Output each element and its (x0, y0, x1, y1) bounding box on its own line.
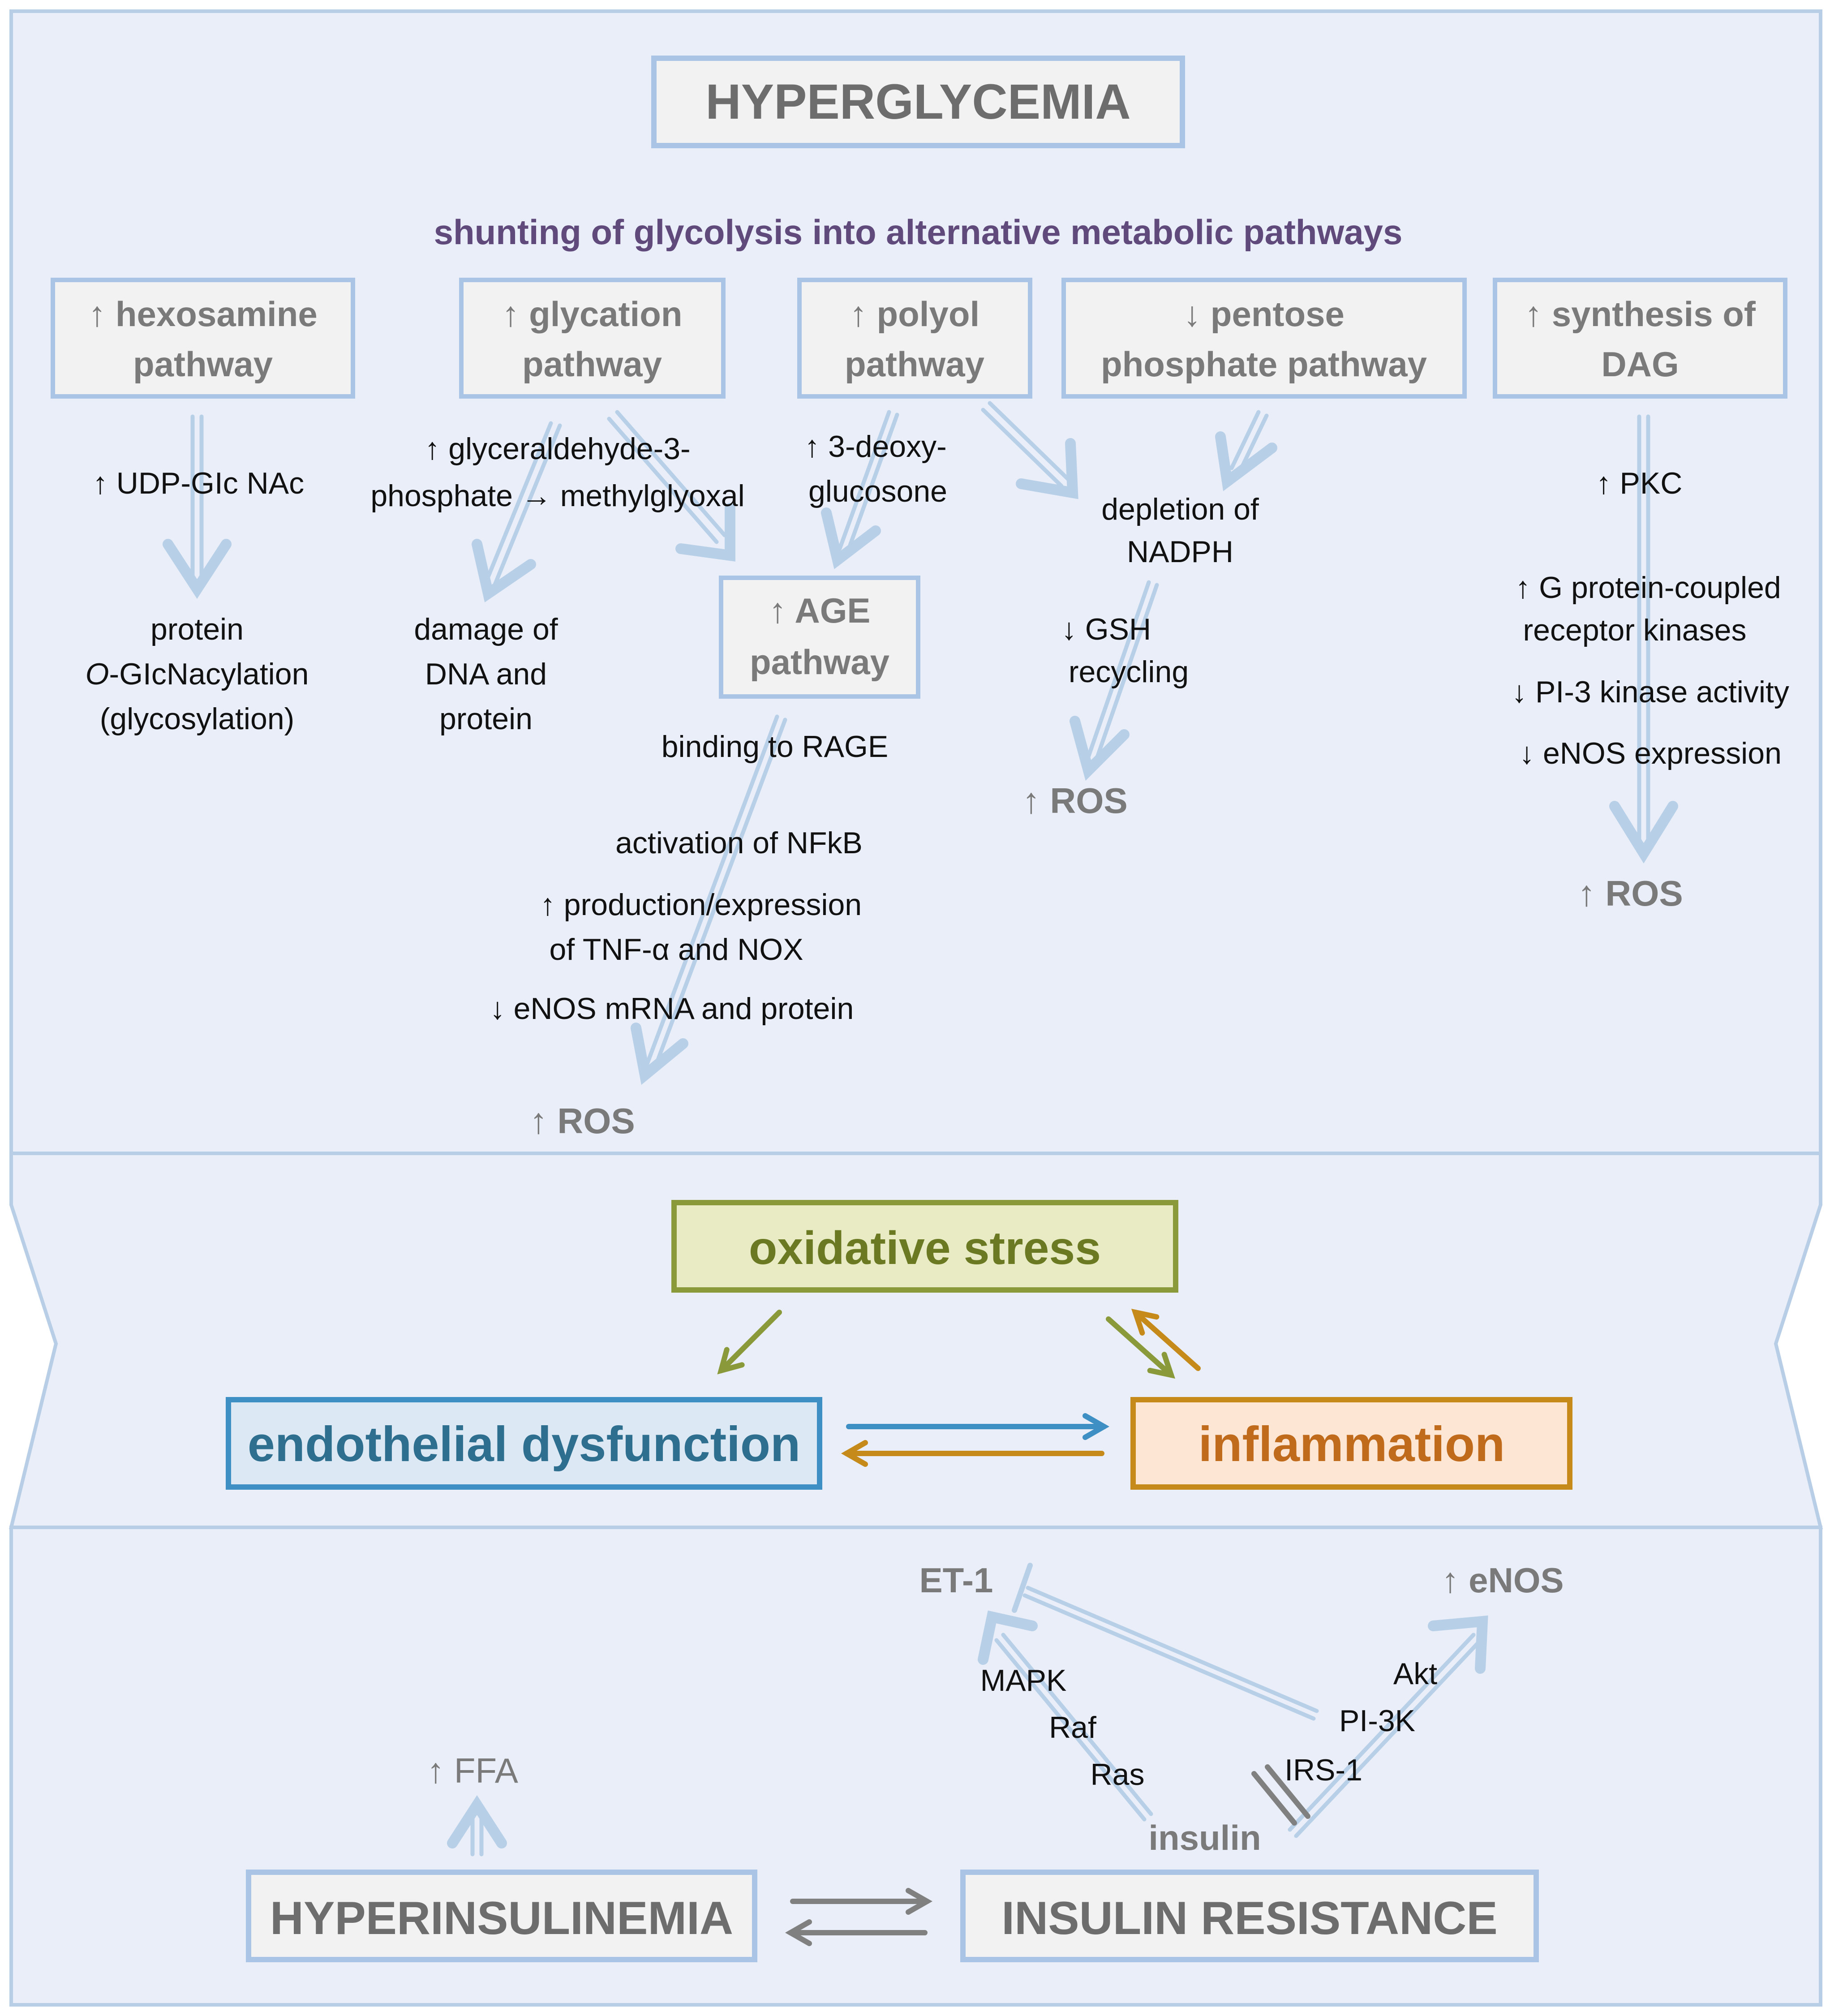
age-step-production-line1: ↑ production/expression (540, 888, 862, 922)
age-ros: ↑ ROS (529, 1101, 635, 1141)
dag-step-gprotein-line1: ↑ G protein-coupled (1515, 571, 1781, 605)
hexosamine-italic-o: O (86, 657, 109, 691)
glycation-result-line2: DNA and (425, 657, 547, 691)
pathway-glycation: ↑ glycation pathway (459, 278, 726, 399)
pathway-dag-line2: DAG (1601, 344, 1679, 384)
oxidative-stress-box: oxidative stress (671, 1200, 1178, 1293)
arrow-ox-to-infl (1106, 1316, 1176, 1379)
endothelial-dysfunction-label: endothelial dysfunction (248, 1417, 801, 1472)
irs1-label: IRS-1 (1284, 1753, 1362, 1787)
pathway-glycation-line2: pathway (522, 344, 662, 384)
hexosamine-step: ↑ UDP-GIc NAc (93, 466, 304, 500)
age-pathway-box: ↑ AGE pathway (719, 576, 920, 699)
polyol-step-line1: ↑ 3-deoxy- (804, 430, 946, 464)
inflammation-label: inflammation (1199, 1417, 1505, 1472)
akt-label: Akt (1393, 1657, 1437, 1691)
pathway-pentose-line2: phosphate pathway (1101, 344, 1427, 384)
insulin-resistance-label: INSULIN RESISTANCE (1001, 1892, 1498, 1944)
hyperglycemia-title: HYPERGLYCEMIA (705, 74, 1130, 129)
hexosamine-result-line1: protein (150, 612, 244, 646)
irs-block-marks (1251, 1764, 1310, 1826)
ras-label: Ras (1091, 1758, 1145, 1792)
hyperinsulinemia-label: HYPERINSULINEMIA (270, 1892, 733, 1944)
hexosamine-glcnac: -GIcNacylation (109, 657, 309, 691)
pathway-pentose: ↓ pentose phosphate pathway (1061, 278, 1467, 399)
light-arrows (163, 401, 1678, 1085)
pathway-hexosamine-line1: ↑ hexosamine (88, 294, 318, 334)
hexosamine-result-line2: O-GIcNacylation (86, 657, 309, 691)
dag-ros: ↑ ROS (1577, 873, 1683, 913)
insulin-resistance-box: INSULIN RESISTANCE (960, 1870, 1539, 1962)
dag-step-pi3k: ↓ PI-3 kinase activity (1512, 675, 1789, 709)
pathway-dag-line1: ↑ synthesis of (1525, 294, 1756, 334)
pi3k-label: PI-3K (1339, 1704, 1415, 1738)
dag-step-gprotein-line2: receptor kinases (1523, 613, 1747, 647)
pentose-step-line1: depletion of (1101, 492, 1259, 526)
bottom-light-arrows (447, 1563, 1488, 1857)
age-step-binding: binding to RAGE (662, 730, 889, 764)
pathway-polyol-line2: pathway (845, 344, 984, 384)
glycation-result-line3: protein (439, 702, 533, 736)
pentose-ros: ↑ ROS (1022, 781, 1128, 821)
age-line1: ↑ AGE (769, 591, 871, 630)
pathway-hexosamine: ↑ hexosamine pathway (51, 278, 355, 399)
hyperglycemia-box (651, 56, 1185, 148)
pentose-step-line2: NADPH (1127, 535, 1233, 569)
dag-step-pkc: ↑ PKC (1596, 466, 1683, 500)
arrow-ox-to-endo (717, 1310, 782, 1375)
raf-label: Raf (1049, 1711, 1096, 1745)
mapk-label: MAPK (980, 1664, 1067, 1698)
pentose-gsh-line2: recycling (1069, 655, 1189, 689)
hyperinsulinemia-box: HYPERINSULINEMIA (246, 1870, 757, 1962)
glycation-step-line1: ↑ glyceraldehyde-3- (425, 432, 690, 466)
middle-arrows (717, 1308, 1201, 1467)
pathway-polyol: ↑ polyol pathway (797, 278, 1032, 399)
et1-label: ET-1 (919, 1560, 993, 1600)
oxidative-stress-label: oxidative stress (749, 1222, 1101, 1274)
glycation-result-line1: damage of (414, 612, 558, 646)
hexosamine-result-line3: (glycosylation) (100, 702, 295, 736)
pathway-polyol-line1: ↑ polyol (850, 294, 979, 334)
ffa-label: ↑ FFA (427, 1751, 518, 1790)
pathway-dag: ↑ synthesis of DAG (1493, 278, 1787, 399)
arrow-infl-to-ox (1131, 1308, 1201, 1371)
pathway-pentose-line1: ↓ pentose (1183, 294, 1345, 334)
age-step-production-line2: of TNF-α and NOX (549, 933, 803, 967)
age-step-nfkb: activation of NFkB (615, 826, 863, 860)
age-line2: pathway (750, 642, 889, 682)
endothelial-dysfunction-box: endothelial dysfunction (226, 1397, 822, 1490)
pentose-gsh-line1: ↓ GSH (1061, 612, 1151, 646)
pathway-hexosamine-line2: pathway (133, 344, 273, 384)
glycation-step-line2: phosphate → methylglyoxal (370, 479, 744, 513)
insulin-label: insulin (1148, 1818, 1261, 1857)
bottom-gray-arrows (785, 1888, 933, 1946)
age-step-enos: ↓ eNOS mRNA and protein (490, 992, 854, 1026)
inflammation-box: inflammation (1130, 1397, 1572, 1490)
enos-label: ↑ eNOS (1441, 1560, 1564, 1600)
pathway-glycation-line1: ↑ glycation (502, 294, 682, 334)
polyol-step-line2: glucosone (808, 474, 947, 508)
shunting-subtitle: shunting of glycolysis into alternative … (434, 212, 1403, 252)
dag-step-enos: ↓ eNOS expression (1519, 736, 1782, 770)
